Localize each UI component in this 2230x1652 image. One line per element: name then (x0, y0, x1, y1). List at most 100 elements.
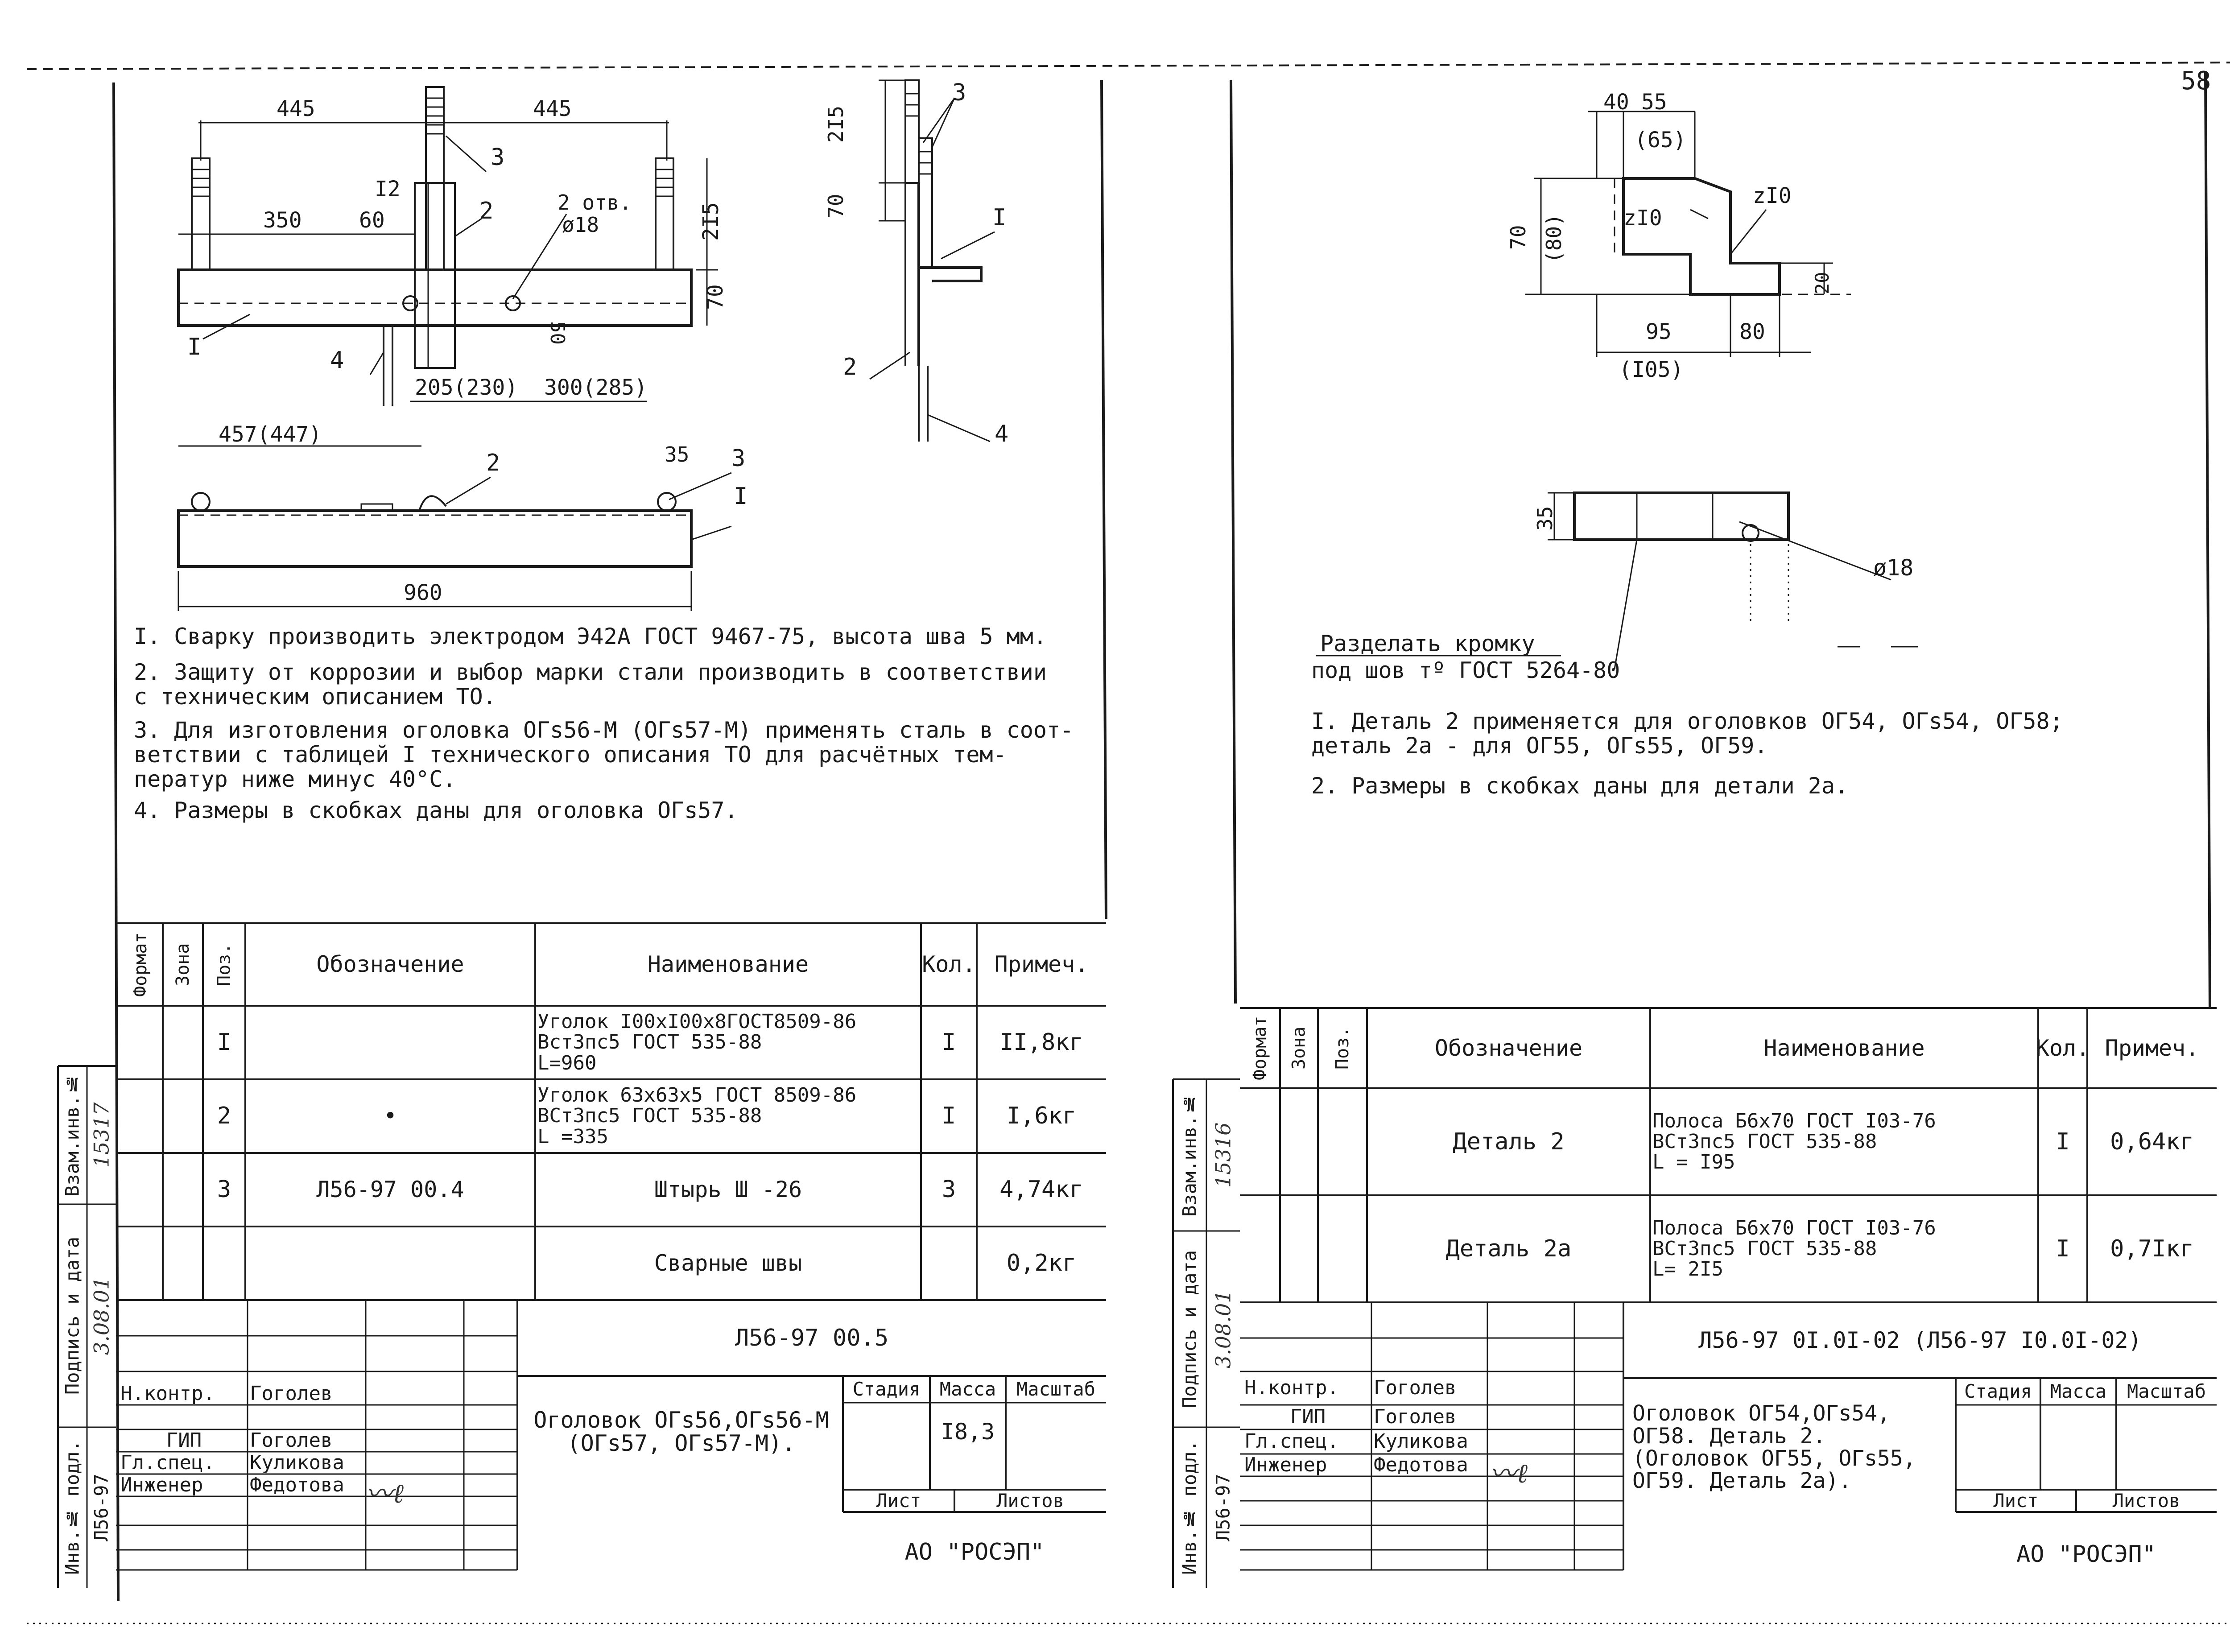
row2-designation: • (383, 1103, 397, 1129)
left-frame-line (112, 82, 120, 1602)
r-header-qty: Кол. (2036, 1035, 2090, 1061)
right-role-engineer: Инженер (1244, 1453, 1327, 1476)
row1-designation (245, 1006, 535, 1079)
hole-diameter: ø18 (562, 213, 599, 237)
right-name-gip: Гоголев (1374, 1405, 1457, 1429)
right-sheets-label: Листов (2112, 1489, 2180, 1512)
left-inv-value: Л56-97 (90, 1474, 112, 1541)
right-inv-label: Инв.№ подл. (1178, 1440, 1201, 1575)
left-name-nkontr: Гоголев (250, 1382, 333, 1405)
row3-qty: 3 (942, 1176, 956, 1203)
left-mass-value: I8,3 (941, 1418, 995, 1445)
right-name-glspec: Куликова (1374, 1430, 1468, 1453)
dim-70: 70 (703, 284, 728, 310)
row2-qty: I (942, 1103, 956, 1130)
side-callout-1: I (992, 204, 1006, 231)
right-note-2: 2. Размеры в скобках даны для детали 2а. (1311, 773, 1849, 799)
row3-name: Штырь Ш -26 (654, 1177, 802, 1203)
dim-300: 300(285) (544, 375, 647, 400)
dim-20: 20 (1811, 272, 1833, 294)
edge-prep-label: Разделать кромку (1320, 631, 1535, 657)
left-role-gip: ГИП (166, 1429, 202, 1452)
row4-qty (921, 1227, 977, 1300)
dim-50: 50 (546, 321, 569, 345)
row4-designation (245, 1227, 535, 1300)
r-row1-note: 0,64кг (2110, 1128, 2194, 1155)
left-name-engineer: Федотова (250, 1473, 344, 1496)
left-scale-label: Масштаб (1016, 1378, 1095, 1400)
row3-designation: Л56-97 00.4 (316, 1177, 464, 1203)
row4-pos (203, 1227, 245, 1300)
right-sign-label: Подпись и дата (1178, 1250, 1201, 1408)
header-designation: Обозначение (316, 951, 464, 978)
dim-350: 350 (263, 208, 302, 233)
left-replace-value: 15317 (89, 1102, 114, 1168)
left-doc-title: Оголовок ОГs56,ОГs56-М (ОГs57, ОГs57-М). (533, 1407, 829, 1456)
row3-note: 4,74кг (999, 1176, 1083, 1203)
plate-dim-35: 35 (1533, 506, 1557, 531)
left-main-view: 445 445 350 60 I2 2I5 70 50 205(230) 300… (177, 86, 728, 406)
left-note-2: 2. Защиту от коррозии и выбор марки стал… (134, 659, 1047, 710)
right-sign-value: 3.08.01 (1211, 1290, 1235, 1368)
left-note-1: I. Сварку производить электродом Э42А ГО… (134, 624, 1047, 649)
sheet-number: 58 (2181, 66, 2211, 95)
side-dim-70: 70 (824, 194, 848, 219)
dim-40: 40 (1603, 90, 1629, 115)
callout-b2: 2 (486, 450, 500, 476)
left-sheet-label: Лист (876, 1489, 921, 1512)
left-stage-label: Стадия (852, 1378, 921, 1400)
dim-60: 60 (359, 208, 385, 233)
right-frame-line (2204, 71, 2211, 1008)
r-header-format: Формат (1250, 1016, 1270, 1081)
left-note-3: 3. Для изготовления оголовка ОГs56-М (ОГ… (134, 717, 1074, 792)
radius-10-a: zI0 (1623, 206, 1662, 231)
right-scale-label: Масштаб (2127, 1380, 2206, 1402)
left-side-view: 2I5 70 3 I 2 4 (824, 79, 1008, 447)
dim-55: 55 (1641, 90, 1667, 115)
left-name-glspec: Куликова (250, 1451, 344, 1474)
left-org: АО "РОСЭП" (904, 1538, 1045, 1565)
dim-960: 960 (404, 580, 442, 605)
dim-215: 2I5 (698, 202, 723, 241)
left-bottom-view: 457(447) 35 960 2 3 I (177, 422, 747, 611)
header-format: Формат (130, 932, 151, 997)
right-mass-label: Масса (2050, 1380, 2107, 1402)
edge-prep-standard: под шов тº ГОСТ 5264-80 (1311, 657, 1620, 683)
dim-80-paren: (80) (1542, 214, 1566, 263)
r-header-zone: Зона (1288, 1026, 1309, 1070)
dim-95: 95 (1646, 319, 1672, 344)
right-signature: 〰ℓ (1490, 1458, 1528, 1489)
radius-10-b: zI0 (1753, 183, 1792, 208)
right-replace-value: 15316 (1211, 1122, 1235, 1188)
r-header-name: Наименование (1763, 1035, 1925, 1061)
dim-205: 205(230) (415, 375, 518, 400)
right-note-1: I. Деталь 2 применяется для оголовков ОГ… (1311, 708, 2063, 759)
row3-pos: 3 (217, 1176, 231, 1203)
dim-70-right: 70 (1506, 225, 1530, 250)
right-detail-top: 40 55 (65) 70 (80) zI0 zI0 20 95 80 (I05… (1506, 90, 1851, 382)
left-inv-label: Инв.№ подл. (61, 1440, 83, 1575)
right-spec-grid (1172, 1007, 2217, 1588)
row2-pos: 2 (217, 1103, 231, 1130)
side-callout-2: 2 (843, 354, 857, 380)
callout-2: 2 (479, 198, 493, 224)
left-sheets-label: Листов (996, 1489, 1064, 1512)
dim-445-right: 445 (533, 96, 572, 121)
left-role-nkontr: Н.контр. (120, 1382, 215, 1405)
left-signature: 〰ℓ (366, 1478, 404, 1509)
dim-35: 35 (665, 442, 689, 467)
r-header-note: Примеч. (2105, 1035, 2199, 1061)
row1-qty: I (942, 1029, 956, 1056)
left-mass-label: Масса (939, 1378, 996, 1400)
right-role-glspec: Гл.спец. (1244, 1430, 1339, 1453)
right-name-engineer: Федотова (1374, 1453, 1468, 1476)
header-note: Примеч. (994, 951, 1089, 978)
right-doc-code: Л56-97 0I.0I-02 (Л56-97 I0.0I-02) (1698, 1327, 2142, 1353)
right-doc-title: Оголовок ОГ54,ОГs54, ОГ58. Деталь 2. (Ог… (1632, 1401, 1916, 1494)
callout-b1: I (734, 483, 747, 510)
row2-name: Уголок 63x63x5 ГОСТ 8509-86 ВСт3пс5 ГОСТ… (537, 1084, 857, 1148)
side-dim-215: 2I5 (824, 106, 848, 143)
plate-hole-diameter: ø18 (1873, 555, 1913, 581)
right-role-nkontr: Н.контр. (1244, 1376, 1339, 1400)
